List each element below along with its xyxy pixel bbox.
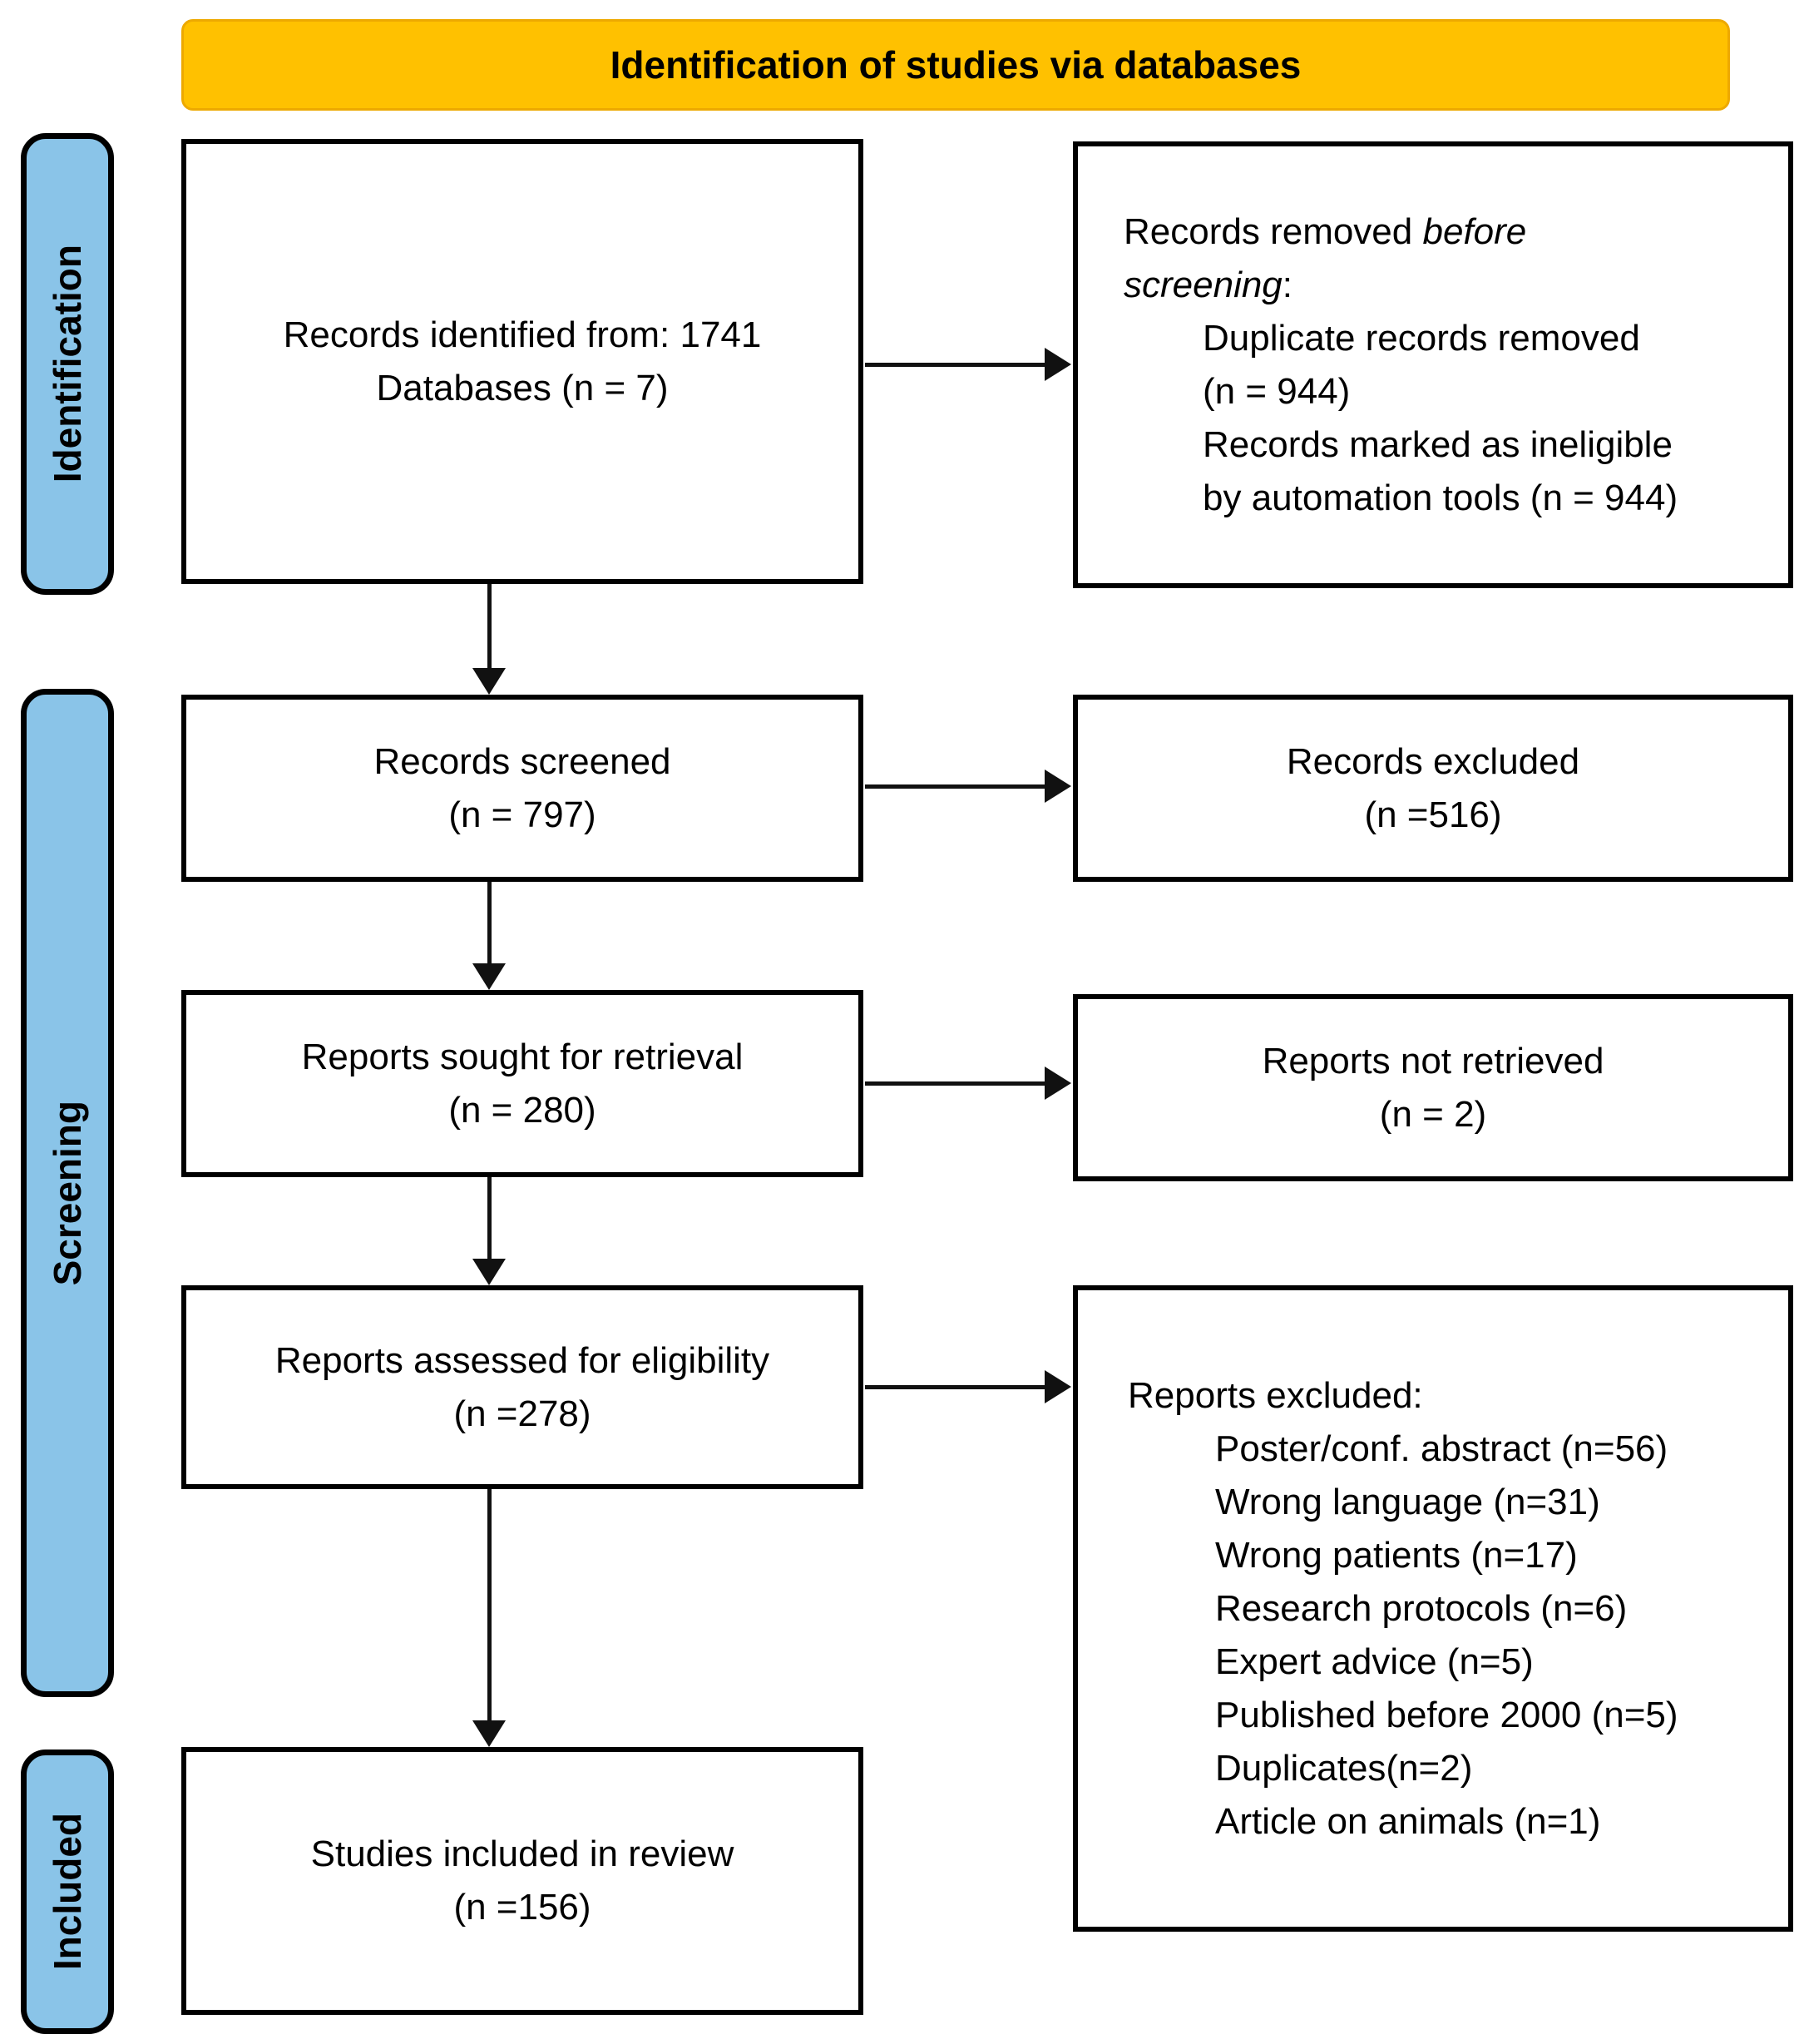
records-removed-lead-suffix: : xyxy=(1282,264,1293,305)
arrow-head-right-icon xyxy=(1045,1067,1071,1100)
arrow-head-down-icon xyxy=(472,1259,506,1285)
records-removed-item-line: Records marked as ineligible xyxy=(1203,423,1673,465)
reports-excluded-title: Reports excluded: xyxy=(1128,1374,1423,1416)
reports-assessed-line2: (n =278) xyxy=(453,1393,591,1434)
reports-excluded-item: Article on animals (n=1) xyxy=(1215,1800,1601,1842)
arrow-line xyxy=(487,584,492,668)
box-records-identified: Records identified from: 1741 Databases … xyxy=(181,139,863,584)
records-screened-line2: (n = 797) xyxy=(448,794,596,835)
reports-excluded-item: Wrong patients (n=17) xyxy=(1215,1534,1578,1576)
reports-sought-line2: (n = 280) xyxy=(448,1089,596,1131)
records-removed-item-line: Duplicate records removed xyxy=(1203,317,1640,359)
arrow-line xyxy=(865,363,1046,367)
reports-excluded-item: Wrong language (n=31) xyxy=(1215,1481,1600,1522)
records-removed-lead-line1: Records removed before xyxy=(1124,205,1526,259)
arrow-line xyxy=(865,1081,1046,1086)
reports-excluded-item: Expert advice (n=5) xyxy=(1215,1641,1534,1682)
box-records-removed: Records removed before screening: Duplic… xyxy=(1073,141,1793,588)
stage-identification: Identification xyxy=(21,133,114,595)
reports-not-retrieved-line1: Reports not retrieved xyxy=(1262,1040,1604,1081)
box-reports-assessed: Reports assessed for eligibility (n =278… xyxy=(181,1285,863,1489)
records-excluded-line2: (n =516) xyxy=(1364,794,1502,835)
arrow-head-down-icon xyxy=(472,1720,506,1747)
stage-screening-label: Screening xyxy=(46,1100,89,1286)
studies-included-line1: Studies included in review xyxy=(310,1834,734,1874)
reports-sought-line1: Reports sought for retrieval xyxy=(301,1036,744,1077)
arrow-line xyxy=(487,882,492,963)
records-screened-line1: Records screened xyxy=(373,740,671,782)
records-identified-line2: Databases (n = 7) xyxy=(376,367,669,408)
arrow-line xyxy=(487,1177,492,1259)
arrow-head-right-icon xyxy=(1045,1370,1071,1403)
stage-screening: Screening xyxy=(21,689,114,1697)
arrow-head-down-icon xyxy=(472,668,506,695)
arrow-line xyxy=(865,784,1046,789)
box-reports-sought: Reports sought for retrieval (n = 280) xyxy=(181,990,863,1177)
reports-excluded-item: Duplicates(n=2) xyxy=(1215,1747,1473,1789)
box-reports-excluded: Reports excluded: Poster/conf. abstract … xyxy=(1073,1285,1793,1932)
records-removed-lead-italic2: screening xyxy=(1124,264,1283,305)
records-removed-lead-line2: screening: xyxy=(1124,259,1292,312)
banner-label: Identification of studies via databases xyxy=(610,43,1302,87)
reports-excluded-item: Published before 2000 (n=5) xyxy=(1215,1694,1678,1735)
box-studies-included: Studies included in review (n =156) xyxy=(181,1747,863,2015)
records-identified-line1: Records identified from: 1741 xyxy=(283,314,762,355)
records-excluded-line1: Records excluded xyxy=(1286,740,1580,782)
stage-included: Included xyxy=(21,1750,114,2034)
stage-identification-label: Identification xyxy=(46,245,89,483)
banner: Identification of studies via databases xyxy=(181,19,1730,111)
reports-excluded-item: Research protocols (n=6) xyxy=(1215,1587,1628,1629)
box-reports-not-retrieved: Reports not retrieved (n = 2) xyxy=(1073,994,1793,1181)
arrow-line xyxy=(865,1385,1046,1389)
studies-included-line2: (n =156) xyxy=(453,1887,591,1928)
arrow-head-down-icon xyxy=(472,963,506,990)
arrow-head-right-icon xyxy=(1045,348,1071,381)
arrow-line xyxy=(487,1489,492,1720)
box-records-screened: Records screened (n = 797) xyxy=(181,695,863,882)
records-removed-item-line: (n = 944) xyxy=(1203,370,1351,412)
stage-included-label: Included xyxy=(46,1813,89,1971)
reports-excluded-item: Poster/conf. abstract (n=56) xyxy=(1215,1428,1668,1469)
reports-not-retrieved-line2: (n = 2) xyxy=(1379,1093,1487,1135)
box-records-excluded: Records excluded (n =516) xyxy=(1073,695,1793,882)
records-removed-lead-italic1: before xyxy=(1422,210,1527,252)
records-removed-lead-normal: Records removed xyxy=(1124,210,1423,252)
records-removed-item-line: by automation tools (n = 944) xyxy=(1203,477,1678,518)
reports-assessed-line1: Reports assessed for eligibility xyxy=(274,1339,770,1381)
arrow-head-right-icon xyxy=(1045,770,1071,803)
